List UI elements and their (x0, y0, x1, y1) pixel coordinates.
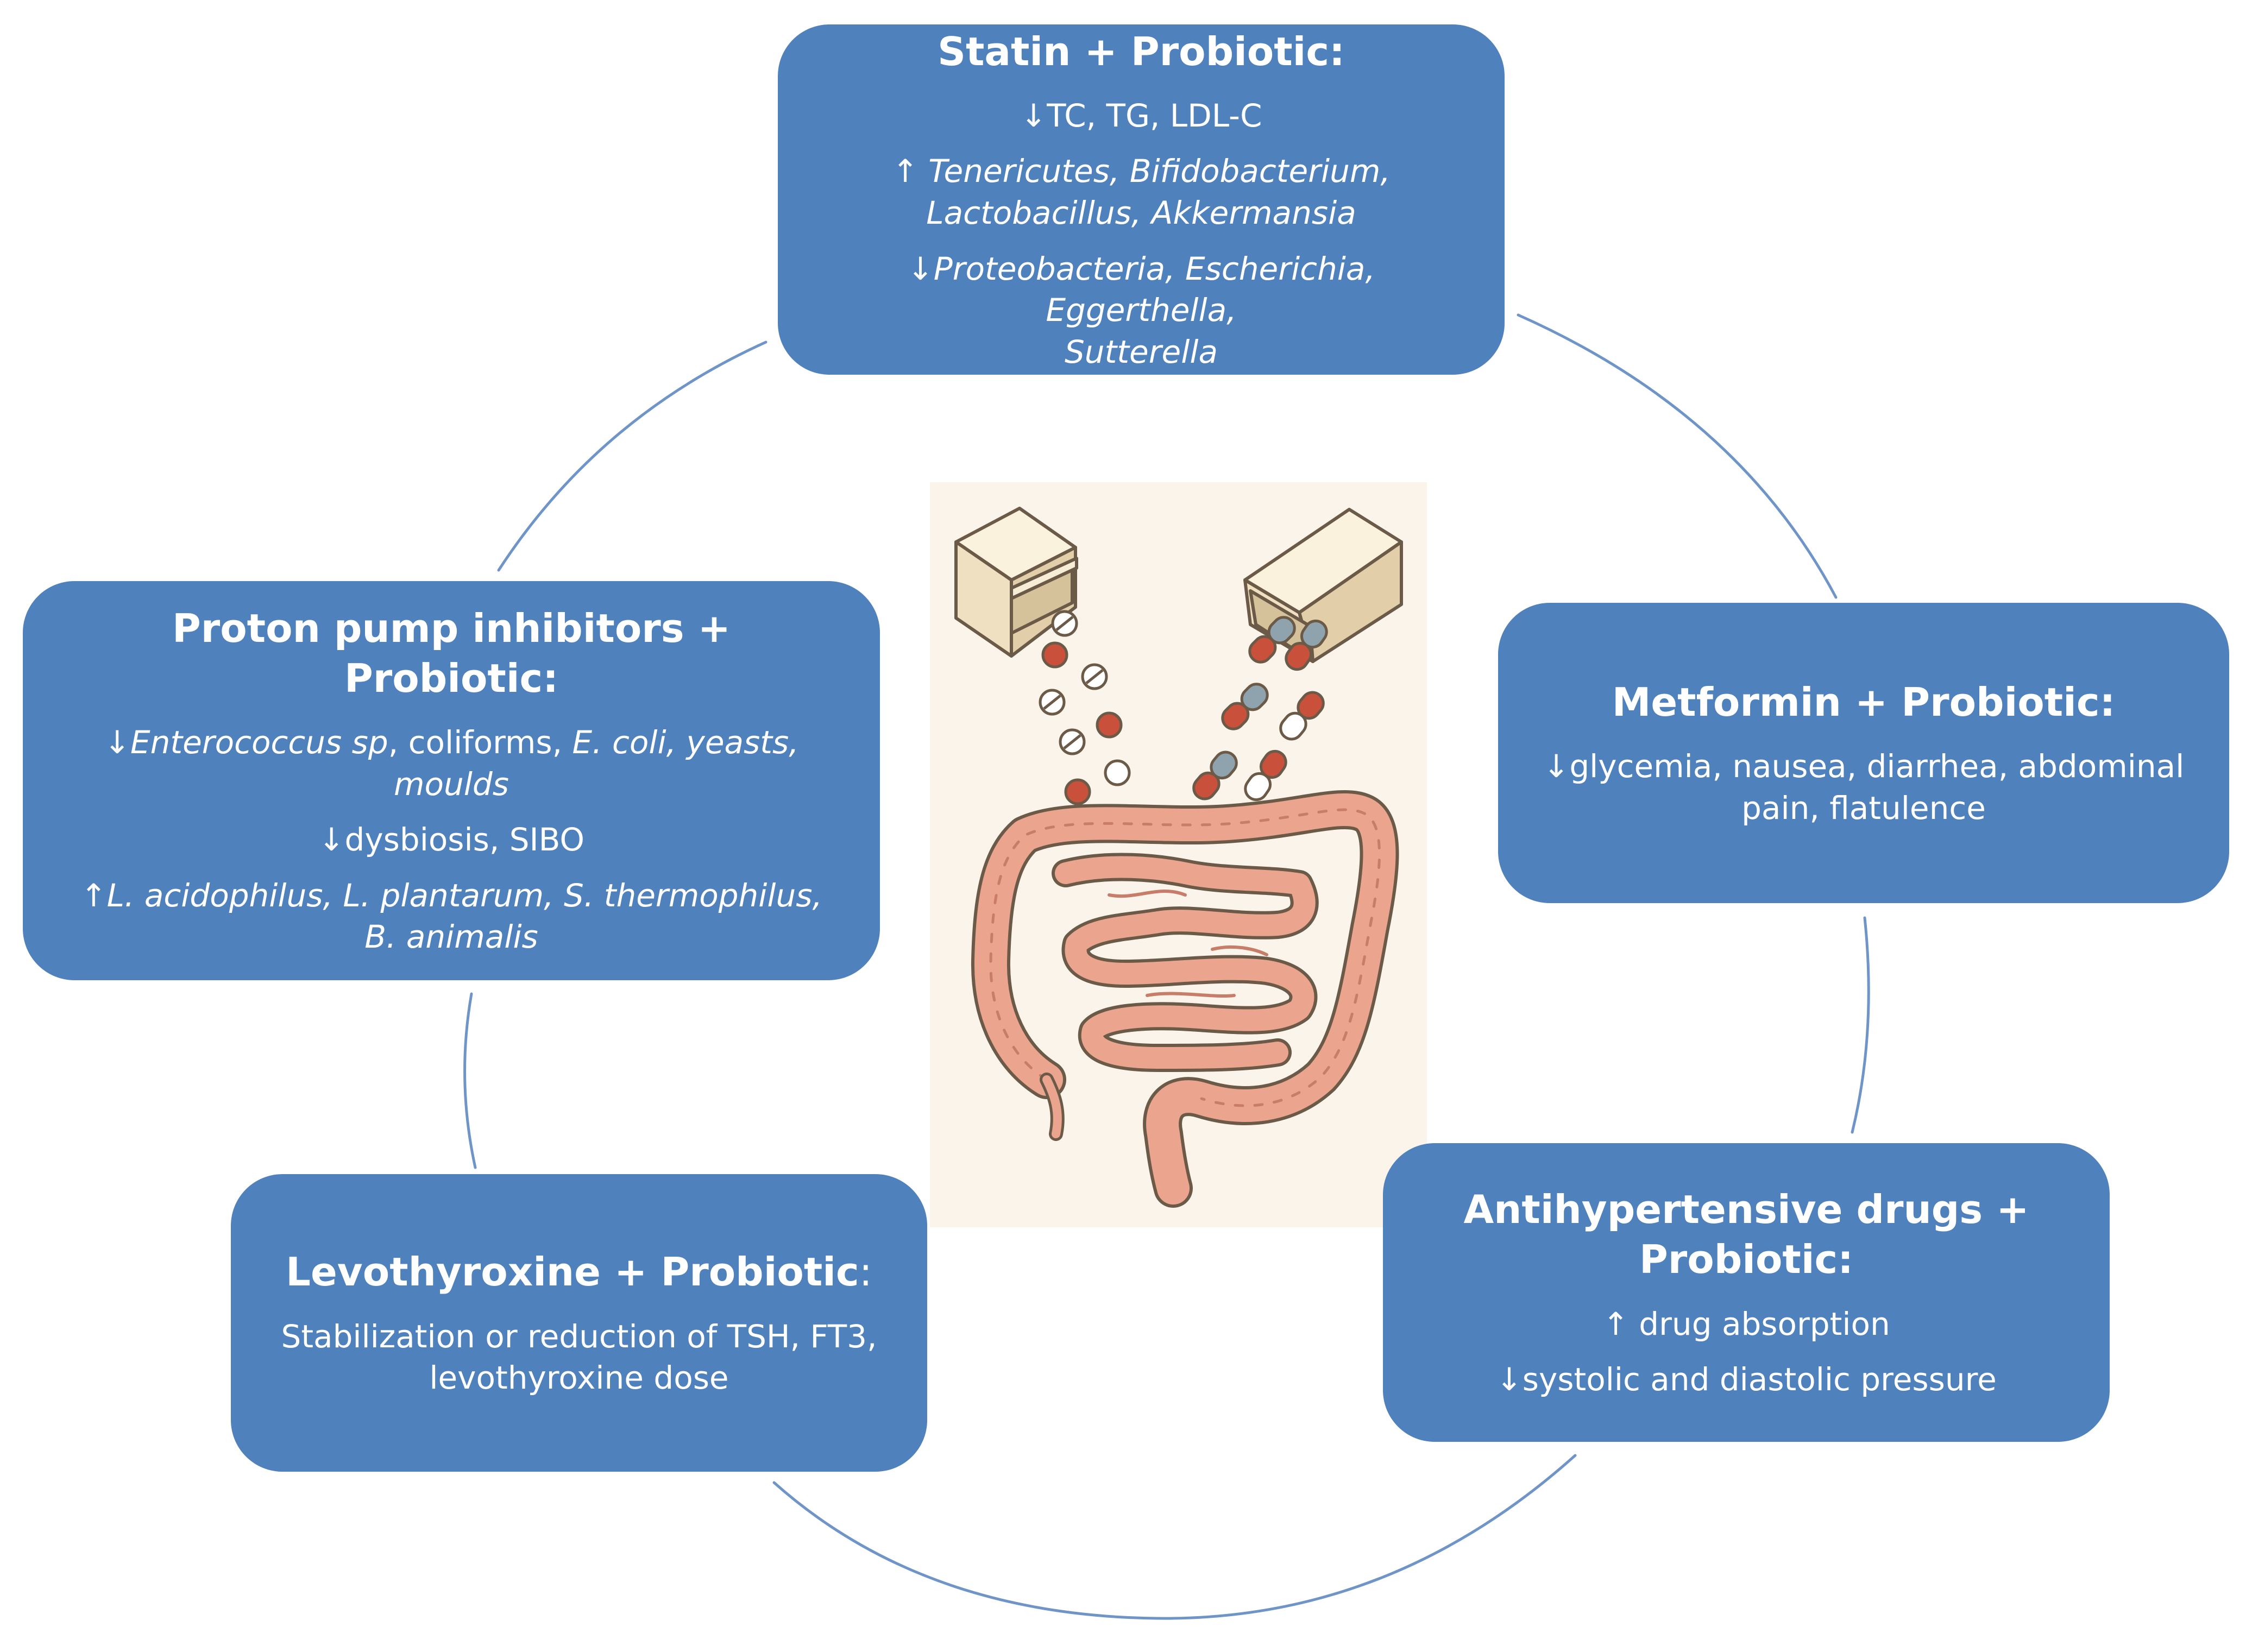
metformin-probiotic-box: Metformin + Probiotic: ↓glycemia, nausea… (1498, 603, 2229, 903)
tablet-icon (1039, 610, 1131, 786)
down-arrow-icon: ↓ (104, 724, 130, 761)
down-arrow-icon: ↓ (907, 250, 934, 287)
ppi-title: Proton pump inhibitors + Probiotic: (172, 605, 731, 702)
capsule-icon (1192, 616, 1328, 802)
tablet-icon (1041, 641, 1123, 805)
antihypertensive-absorption-line: ↑ drug absorption (1602, 1305, 1890, 1342)
metformin-title: Metformin + Probiotic: (1612, 679, 2116, 725)
connector-arc-statin-metformin (1517, 313, 1838, 599)
ppi-decreased-microbes-line: ↓Enterococcus sp, coliforms, E. coli, ye… (104, 724, 799, 803)
levothyroxine-probiotic-box: Levothyroxine + Probiotic: Stabilization… (231, 1174, 927, 1472)
levothyroxine-effects-line: Stabilization or reduction of TSH, FT3, … (281, 1317, 877, 1397)
intestine-icon (971, 790, 1399, 1208)
down-arrow-icon: ↓ (1543, 748, 1570, 785)
statin-increased-taxa-line: ↑ Tenericutes, Bifidobacterium,Lactobaci… (892, 153, 1391, 232)
connector-arc-metformin-antihypertensive (1851, 916, 1870, 1134)
connector-arc-ppi-statin (497, 341, 768, 572)
antihypertensive-pressure-line: ↓systolic and diastolic pressure (1496, 1361, 1997, 1398)
down-arrow-icon: ↓ (318, 821, 345, 859)
up-arrow-icon: ↑ (1602, 1305, 1629, 1342)
down-arrow-icon: ↓ (1496, 1361, 1523, 1398)
connector-arc-antihypertensive-levothyroxine (772, 1454, 1577, 1620)
statin-probiotic-box: Statin + Probiotic: ↓TC, TG, LDL-C ↑ Ten… (778, 24, 1505, 375)
statin-title: Statin + Probiotic: (938, 28, 1345, 74)
up-arrow-icon: ↑ (892, 153, 919, 190)
statin-decreased-taxa-line: ↓Proteobacteria, Escherichia, Eggerthell… (907, 250, 1375, 370)
ppi-increased-taxa-line: ↑L. acidophilus, L. plantarum, S. thermo… (80, 877, 822, 956)
statin-lipids-line: ↓TC, TG, LDL-C (1020, 97, 1262, 134)
levothyroxine-title: Levothyroxine + Probiotic: (286, 1249, 872, 1295)
ppi-probiotic-box: Proton pump inhibitors + Probiotic: ↓Ent… (23, 581, 880, 980)
down-arrow-icon: ↓ (1020, 97, 1047, 134)
antihypertensive-probiotic-box: Antihypertensive drugs + Probiotic: ↑ dr… (1383, 1143, 2110, 1442)
up-arrow-icon: ↑ (80, 877, 107, 914)
ppi-dysbiosis-line: ↓dysbiosis, SIBO (318, 821, 585, 859)
medication-gut-illustration (930, 482, 1427, 1227)
antihypertensive-title: Antihypertensive drugs + Probiotic: (1463, 1187, 2029, 1283)
metformin-effects-line: ↓glycemia, nausea, diarrhea, abdominal p… (1543, 748, 2185, 827)
pill-box-icon (954, 507, 1078, 658)
connector-arc-levothyroxine-ppi (463, 992, 477, 1169)
